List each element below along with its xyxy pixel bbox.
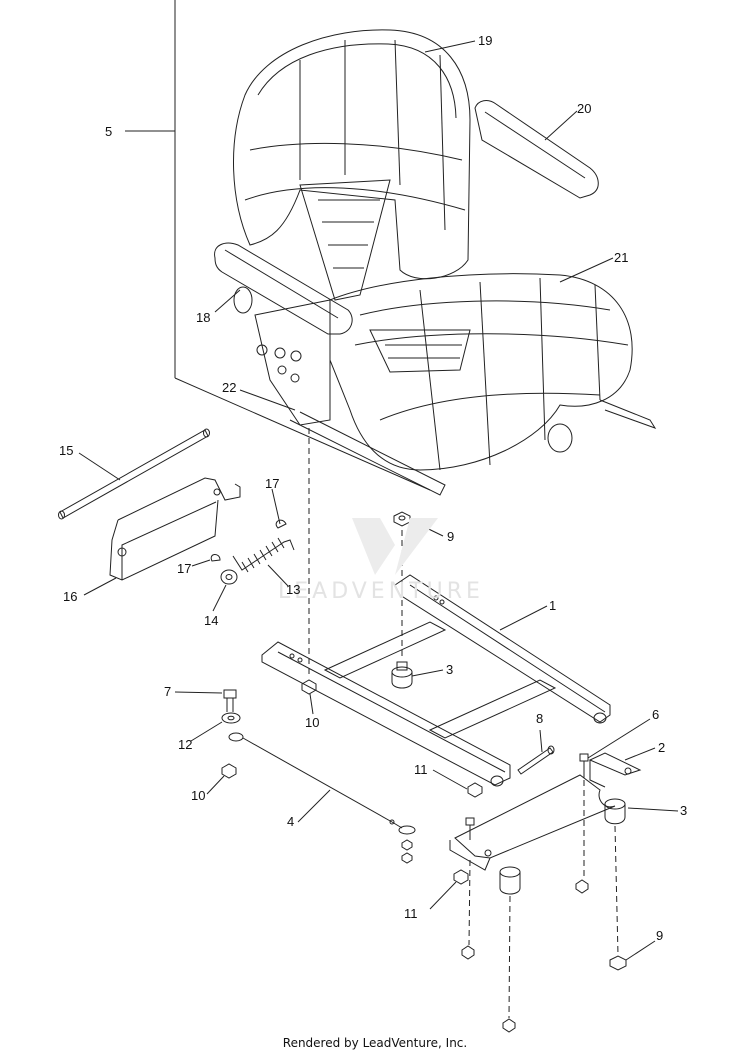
frame-1	[261, 574, 611, 787]
callout-2: 2	[658, 740, 665, 755]
callout-9-top: 9	[447, 529, 454, 544]
callout-20: 20	[577, 101, 591, 116]
nut-plate-a	[575, 879, 589, 894]
callout-5: 5	[105, 124, 112, 139]
callout-11-plate: 11	[404, 906, 418, 921]
callout-21: 21	[614, 250, 628, 265]
callout-13: 13	[286, 582, 300, 597]
cable-nuts	[401, 839, 413, 864]
nut-9-top	[393, 511, 411, 527]
alignment-lines	[308, 428, 619, 1019]
callout-17-left: 17	[177, 561, 191, 576]
nut-plate-b	[461, 945, 475, 960]
armrest-left	[214, 242, 353, 335]
bolt-6-b	[465, 817, 475, 840]
washer-14	[220, 569, 238, 585]
nut-11-frame	[467, 782, 483, 798]
callouts: 1 2 3 3 4 5 6 7 8 9 9 10 10 11 11 12 13 …	[59, 33, 687, 943]
callout-9-bottom: 9	[656, 928, 663, 943]
nut-plate-c	[502, 1018, 516, 1033]
rod-15	[58, 428, 210, 520]
seat-cushion	[329, 273, 633, 471]
bumper-3-c	[499, 866, 521, 895]
washer-12	[221, 712, 241, 724]
footer-credit: Rendered by LeadVenture, Inc.	[282, 1036, 468, 1050]
pin-8	[517, 745, 555, 775]
plate-2	[449, 752, 642, 871]
callout-10-left: 10	[191, 788, 205, 803]
spring-13	[232, 537, 295, 573]
nut-11-plate	[453, 869, 469, 885]
callout-10-frame: 10	[305, 715, 319, 730]
callout-3-frame: 3	[446, 662, 453, 677]
nut-10-frame	[301, 679, 317, 695]
callout-7: 7	[164, 684, 171, 699]
callout-11-frame: 11	[414, 762, 428, 777]
callout-17-top: 17	[265, 476, 279, 491]
armrest-right	[474, 100, 599, 199]
cable-4	[228, 732, 416, 835]
bolt-7	[223, 689, 237, 712]
callout-6: 6	[652, 707, 659, 722]
watermark-text: LEADVENTURE	[278, 579, 484, 604]
callout-14: 14	[204, 613, 218, 628]
callout-3-plate: 3	[680, 803, 687, 818]
watermark: LEADVENTURE	[278, 518, 484, 604]
callout-4: 4	[287, 814, 294, 829]
callout-18: 18	[196, 310, 210, 325]
seat-backrest	[233, 29, 471, 280]
clip-17-b	[210, 554, 221, 562]
callout-8: 8	[536, 711, 543, 726]
nut-10-left	[221, 763, 237, 779]
bolt-6-a	[579, 753, 589, 778]
callout-15: 15	[59, 443, 73, 458]
callout-19: 19	[478, 33, 492, 48]
leader-lines	[78, 40, 679, 961]
nut-9-bottom	[609, 955, 627, 971]
seat-assembly	[233, 29, 657, 496]
callout-22: 22	[222, 380, 236, 395]
callout-16: 16	[63, 589, 77, 604]
callout-5-bracket	[125, 0, 431, 491]
callout-12: 12	[178, 737, 192, 752]
callout-1: 1	[549, 598, 556, 613]
bumper-3-b	[604, 798, 626, 825]
clip-17-a	[275, 519, 287, 529]
bumper-3-a	[391, 661, 413, 689]
bracket-16	[109, 477, 241, 581]
